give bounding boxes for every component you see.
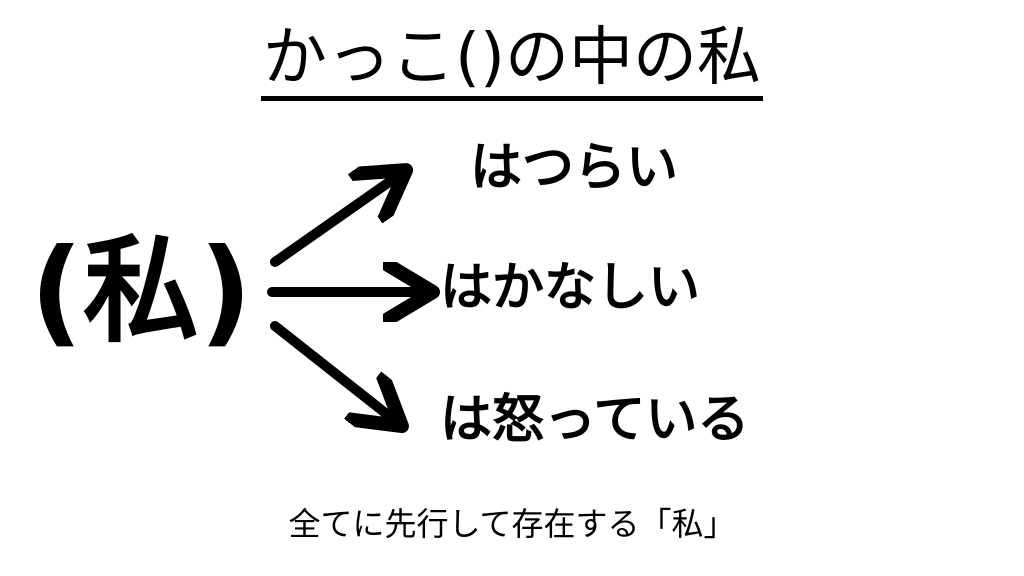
arrow-down-right xyxy=(270,321,398,423)
caption-text: 全てに先行して存在する「私」 xyxy=(288,505,736,543)
branch-label-1: はつらい xyxy=(470,138,679,198)
title-text: かっこ()の中の私 xyxy=(261,20,763,101)
arrow-up-right xyxy=(270,173,402,267)
branch-label-3: は怒っている xyxy=(440,390,750,450)
branch-label-2: はかなしい xyxy=(440,258,701,318)
diagram-title: かっこ()の中の私 xyxy=(0,18,1024,101)
subject-node: (私) xyxy=(30,224,253,359)
